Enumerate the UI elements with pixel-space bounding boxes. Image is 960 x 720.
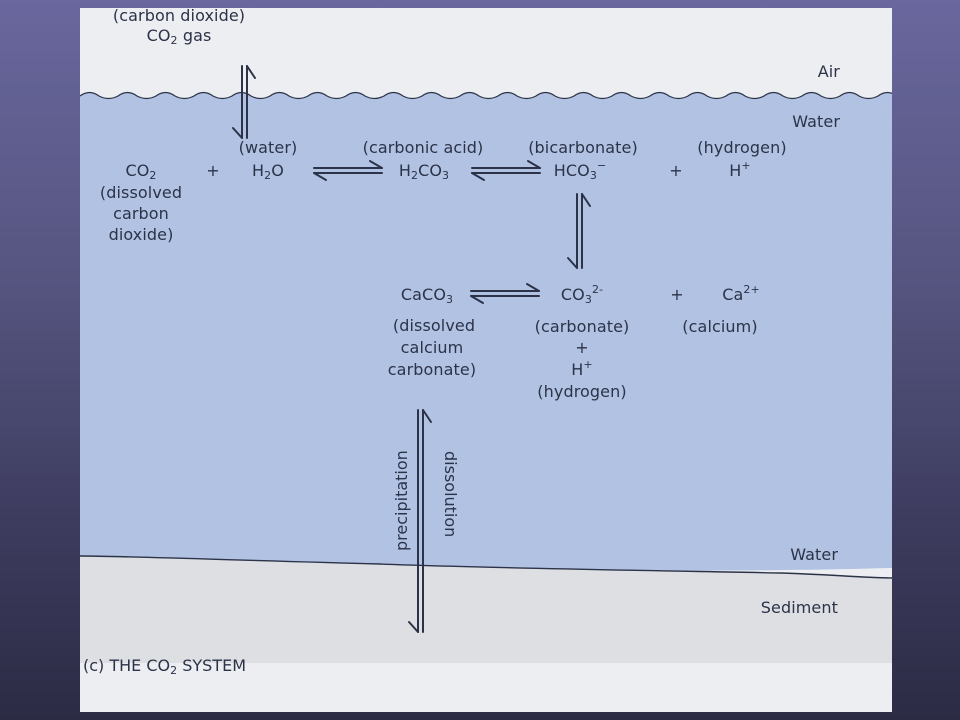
h2o-name: (water) [238, 138, 298, 157]
caption-sub: 2 [170, 664, 178, 677]
gas-formula-sub: 2 [170, 34, 178, 47]
hco3-name: (bicarbonate) [528, 138, 638, 157]
co3-sub: 3 [584, 293, 592, 306]
co3-desc: (carbonate) [534, 317, 630, 336]
calcium-name: (calcium) [682, 317, 758, 336]
caco3-formula: CaCO3 [401, 285, 453, 305]
sediment-boundary-line [80, 555, 892, 579]
zone-label-sediment: Sediment [760, 598, 838, 617]
gas-formula-main: CO [146, 26, 171, 45]
gas-formula-suffix: gas [177, 26, 212, 45]
precipitation-label: precipitation [392, 450, 411, 551]
h-main: H [729, 161, 742, 180]
precipitation-dissolution-arrow [408, 409, 432, 633]
hco3-formula: HCO3− [553, 159, 607, 182]
sediment-region [80, 556, 892, 663]
hco3-sub: 3 [589, 169, 597, 182]
caption-suffix: SYSTEM [177, 656, 246, 675]
dissolution-label: dissolution [441, 451, 460, 538]
h-main-bottom: H [571, 360, 584, 379]
hydrogen-name-bottom: (hydrogen) [537, 382, 627, 401]
hydrogen-name-top: (hydrogen) [697, 138, 787, 157]
h2co3-sub2: 3 [442, 169, 450, 182]
hco3-main: HCO [553, 161, 590, 180]
co2-desc-line-2: carbon [113, 204, 169, 223]
caption-prefix: (c) THE CO [83, 656, 171, 675]
h2co3-name: (carbonic acid) [362, 138, 484, 157]
caco3-desc-line-2: calcium [400, 338, 464, 357]
co3-sup: 2- [591, 283, 604, 296]
h-sup-bottom: + [583, 358, 593, 371]
plus-sign-2: + [669, 161, 683, 180]
caco3-desc-line-3: carbonate) [387, 360, 477, 379]
h2co3-formula: H2CO3 [399, 161, 449, 181]
co2-desc-line-3: dioxide) [108, 225, 174, 244]
ca-main: Ca [722, 285, 744, 304]
gas-formula-label: CO2 gas [147, 26, 212, 46]
water-surface-line [80, 91, 892, 100]
scene-background [80, 65, 892, 663]
gas-name-label: (carbon dioxide) [112, 8, 246, 25]
equilibrium-arrow-hco3-co3 [567, 193, 591, 269]
hydrogen-ion-top: H+ [729, 159, 751, 181]
gas-exchange-equilibrium-arrow [232, 65, 256, 139]
zone-label-air: Air [817, 62, 840, 81]
plus-sign-3: + [670, 285, 684, 304]
h2co3-sub1: 2 [410, 169, 419, 182]
caco3-main: CaCO [400, 285, 447, 304]
plus-sign-1: + [206, 161, 220, 180]
co2-sub: 2 [149, 169, 157, 182]
co2-desc-line-1: (dissolved [99, 183, 183, 202]
ca-sup: 2+ [743, 283, 760, 296]
figure-caption: (c) THE CO2 SYSTEM [83, 656, 246, 677]
hco3-sup: − [596, 159, 607, 172]
co3-formula: CO32- [560, 283, 604, 306]
water-region [80, 92, 892, 571]
h2co3-mid: CO [418, 161, 443, 180]
caco3-desc-line-1: (dissolved [392, 316, 476, 335]
h-sup: + [741, 159, 751, 172]
h2o-formula: H2O [252, 161, 284, 181]
zone-label-water-bottom: Water [790, 545, 838, 564]
zone-label-water-top: Water [792, 112, 840, 131]
equilibrium-arrow-caco3-co3 [470, 283, 540, 304]
co3-plus: + [575, 338, 589, 357]
caco3-sub: 3 [446, 293, 454, 306]
h2co3-pre: H [398, 161, 411, 180]
h2o-pre: H [252, 161, 265, 180]
h2o-sub: 2 [264, 169, 272, 182]
equilibrium-arrow-h2o-h2co3 [313, 160, 383, 181]
equilibrium-arrow-h2co3-hco3 [471, 160, 541, 181]
co2-main: CO [125, 161, 150, 180]
h2o-post: O [271, 161, 284, 180]
hydrogen-ion-bottom: H+ [571, 358, 593, 380]
co2-system-figure: (carbon dioxide) CO2 gas Air Water Water… [80, 8, 892, 712]
co2-dissolved-formula: CO2 [125, 161, 156, 181]
co3-main: CO [560, 285, 585, 304]
calcium-ion: Ca2+ [722, 283, 760, 305]
